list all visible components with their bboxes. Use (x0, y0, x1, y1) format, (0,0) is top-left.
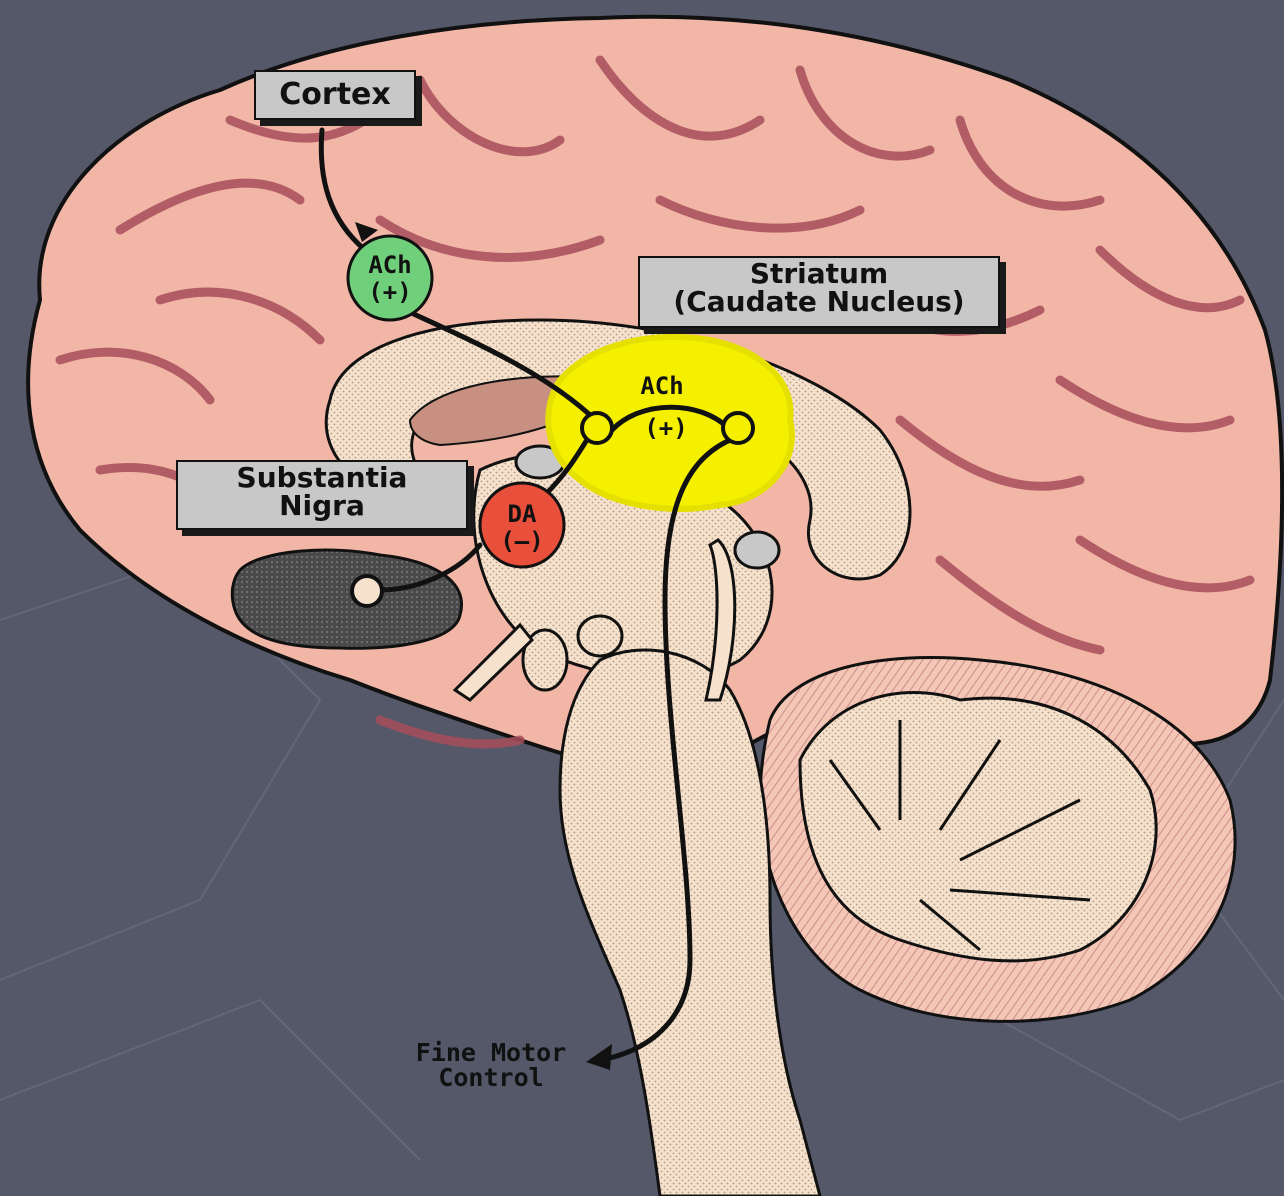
da-label: DA (508, 500, 537, 528)
striatum-synapse-left (582, 413, 612, 443)
ach-striatum-label: ACh (640, 372, 683, 400)
striatum-label-line2: (Caudate Nucleus) (640, 288, 998, 316)
cortex-label: Cortex (279, 77, 390, 112)
cortex-label-box: Cortex (254, 70, 416, 120)
striatum-label-line1: Striatum (640, 260, 998, 288)
fine-motor-label: Fine Motor Control (386, 1040, 596, 1090)
substantia-label-line2: Nigra (178, 492, 466, 520)
substantia-label-line1: Substantia (178, 464, 466, 492)
striatum-label-box: Striatum (Caudate Nucleus) (638, 256, 1000, 328)
ach-cortex-label: ACh (368, 251, 411, 279)
fine-motor-line2: Control (386, 1065, 596, 1090)
substantia-nigra-label-box: Substantia Nigra (176, 460, 468, 530)
fine-motor-line1: Fine Motor (386, 1040, 596, 1065)
striatum-synapse-right (723, 413, 753, 443)
substantia-nigra-region (232, 550, 461, 648)
ach-cortex-sign: (+) (368, 278, 411, 306)
ach-striatum-sign: (+) (644, 414, 687, 442)
nigra-neuron-body (352, 576, 382, 606)
da-sign: (–) (500, 527, 543, 555)
